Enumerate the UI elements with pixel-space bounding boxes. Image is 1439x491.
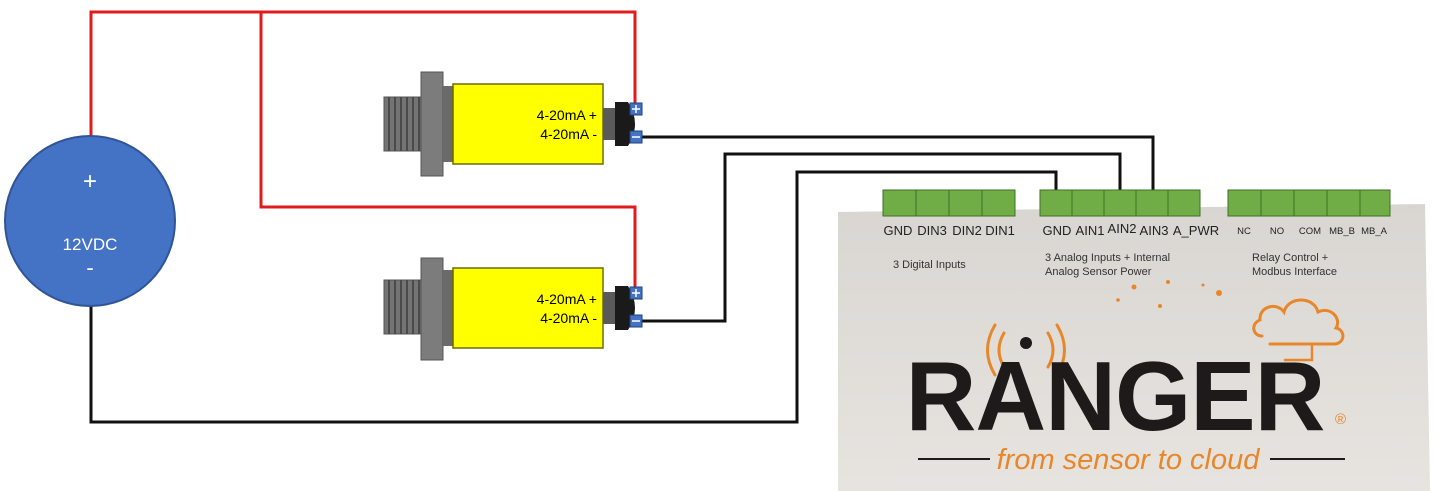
terminal-label: A_PWR — [1173, 223, 1219, 238]
power-plus-label: + — [83, 168, 97, 195]
terminal-label: COM — [1299, 226, 1321, 237]
sensor2-connector-base — [603, 292, 615, 324]
cloud-icon — [1252, 298, 1345, 346]
cloud-signal-line — [1283, 342, 1314, 362]
positive-wire-branch — [259, 12, 637, 291]
power-voltage-label: 12VDC — [63, 235, 118, 254]
power-supply-circle — [4, 135, 176, 307]
sensor2-minus-label: 4-20mA - — [540, 310, 597, 326]
sensor2-hex-nut — [420, 257, 444, 361]
digital-terminal-labels: GND DIN3 DIN2 DIN1 — [884, 223, 1015, 238]
ranger-panel — [838, 204, 1430, 491]
analog-caption-line1: 3 Analog Inputs + Internal — [1045, 252, 1170, 264]
sensor2-plus-label: 4-20mA + — [537, 291, 597, 307]
relay-terminal-block — [1227, 189, 1391, 217]
terminal-label: AIN2 — [1108, 221, 1137, 236]
negative-wires — [89, 135, 1155, 424]
sensor2-thread — [383, 279, 425, 335]
terminal-label: MB_B — [1329, 226, 1355, 237]
ranger-device: GND DIN3 DIN2 DIN1 GND AIN1 AIN2 AIN3 A_… — [838, 189, 1430, 491]
registered-mark: ® — [1335, 411, 1346, 428]
relay-terminal-labels: NC NO COM MB_B MB_A — [1237, 226, 1387, 237]
sensor1-minus-label: 4-20mA - — [540, 126, 597, 142]
sensor1-hex-nut — [420, 71, 444, 177]
terminal-label: GND — [884, 223, 913, 238]
relay-caption-line1: Relay Control + — [1252, 252, 1328, 264]
sensor2-collar — [443, 270, 453, 346]
terminal-label: GND — [1043, 223, 1072, 238]
decorative-dots — [1116, 280, 1222, 308]
analog-terminal-block — [1039, 189, 1201, 217]
terminal-label: DIN2 — [952, 223, 982, 238]
sensor1-connector-base — [603, 108, 615, 140]
terminal-label: AIN3 — [1140, 223, 1169, 238]
sensor1-thread — [383, 96, 425, 152]
relay-caption-line2: Modbus Interface — [1252, 266, 1337, 278]
sensor1-signal-wire — [642, 135, 1155, 190]
terminal-label: MB_A — [1361, 226, 1388, 237]
sensor2-signal-wire — [642, 152, 1122, 323]
digital-caption: 3 Digital Inputs — [893, 259, 966, 271]
power-minus-label: - — [86, 255, 93, 280]
terminal-label: DIN1 — [985, 223, 1015, 238]
digital-terminal-block — [882, 189, 1016, 217]
ranger-logo-text: RANGER — [906, 341, 1325, 451]
pressure-sensor-2: 4-20mA + 4-20mA - — [383, 257, 643, 361]
sensor1-collar — [443, 86, 453, 162]
sensor1-plus-label: 4-20mA + — [537, 107, 597, 123]
sensor2-body — [452, 267, 604, 349]
positive-wires — [89, 10, 637, 291]
sensor1-thread-lines — [388, 97, 420, 151]
analog-caption-line2: Analog Sensor Power — [1045, 266, 1152, 278]
pressure-sensor-1: 4-20mA + 4-20mA - — [383, 71, 643, 177]
terminal-label: NO — [1270, 226, 1284, 237]
tagline-text: from sensor to cloud — [997, 444, 1261, 476]
analog-terminal-labels: GND AIN1 AIN2 AIN3 A_PWR — [1043, 221, 1220, 238]
sensor2-thread-lines — [388, 280, 420, 334]
power-supply: + 12VDC - — [4, 135, 176, 307]
terminal-label: DIN3 — [917, 223, 947, 238]
sensor1-body — [452, 83, 604, 165]
terminal-label: NC — [1237, 226, 1251, 237]
positive-wire-main — [89, 10, 637, 136]
tower-signal-icon — [986, 323, 1066, 377]
terminal-label: AIN1 — [1076, 223, 1105, 238]
ground-return-wire — [89, 170, 1058, 424]
